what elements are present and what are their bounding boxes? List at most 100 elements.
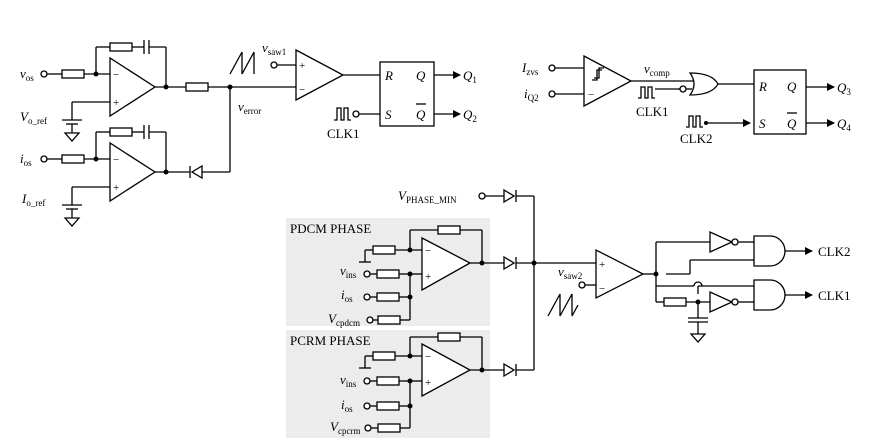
- clk1-or-label: CLK1: [636, 104, 669, 119]
- resistor: [61, 69, 85, 79]
- svg-text:−: −: [588, 89, 594, 101]
- resistor: [437, 225, 461, 235]
- i-o-ref-label: Io_ref: [21, 191, 45, 208]
- v-o-ref-label: Vo_ref: [20, 109, 47, 126]
- i-q2-label: iQ2: [524, 86, 539, 103]
- ground-icon: [63, 132, 81, 142]
- v-saw2-label: vsaw2: [558, 264, 582, 281]
- v-saw1-label: vsaw1: [262, 40, 286, 57]
- resistor: [376, 292, 400, 302]
- resistor: [437, 332, 461, 342]
- v-ins-pcrm-label: vins: [340, 372, 357, 389]
- diode: [190, 164, 203, 180]
- clock-generator: CLK2 CLK1: [655, 230, 851, 343]
- diode: [503, 255, 516, 271]
- comparator: [595, 248, 645, 300]
- clk2-output: CLK2: [818, 244, 851, 259]
- svg-text:+: +: [425, 271, 431, 283]
- zvs-comparator: Izvs iQ2 − vcomp CLK1: [521, 54, 754, 119]
- pdcm-phase-title: PDCM PHASE: [290, 221, 371, 236]
- clk2-input-label: CLK2: [680, 131, 713, 146]
- v-os-label: vos: [20, 66, 34, 83]
- resistor: [372, 351, 396, 361]
- resistor: [376, 376, 400, 386]
- v-error-label: verror: [238, 99, 261, 116]
- pwm-comparator-1: verror vsaw1 + −: [229, 40, 380, 116]
- q3-output: Q3: [837, 80, 851, 97]
- svg-text:−: −: [113, 69, 119, 81]
- comparator: [583, 54, 633, 108]
- q1-output: Q1: [463, 68, 477, 85]
- ground-icon: [63, 217, 81, 227]
- resistor: [109, 127, 133, 137]
- and-gate: [753, 235, 786, 267]
- v-comp-label: vcomp: [644, 61, 670, 78]
- sawtooth-icon: [229, 51, 255, 75]
- svg-text:Q: Q: [787, 79, 797, 94]
- phase-min-branch: VPHASE_MIN: [398, 188, 535, 370]
- svg-text:−: −: [113, 154, 119, 166]
- resistor: [376, 401, 400, 411]
- or-gate: [688, 72, 719, 96]
- svg-text:Q: Q: [416, 68, 426, 83]
- inverter: [709, 290, 734, 314]
- svg-text:+: +: [299, 60, 305, 72]
- inverter: [709, 230, 734, 254]
- clk1-output: CLK1: [818, 288, 851, 303]
- sr-latch-2: R S Q Q CLK2 Q3 Q4: [680, 69, 851, 146]
- phase-comparator: vsaw2 + −: [534, 248, 659, 317]
- q2-output: Q2: [463, 107, 477, 124]
- resistor: [377, 423, 401, 433]
- i-os-pdcm-label: ios: [341, 287, 353, 304]
- and-gate: [753, 279, 786, 311]
- svg-text:S: S: [759, 116, 766, 131]
- v-cpdcm-label: Vcpdcm: [328, 311, 360, 328]
- resistor: [109, 42, 133, 52]
- i-os-label: ios: [20, 151, 32, 168]
- svg-text:−: −: [299, 84, 305, 96]
- clk1-input-label: CLK1: [327, 126, 360, 141]
- resistor: [61, 154, 85, 164]
- pcrm-phase-block: PCRM PHASE − + vins ios Vcpcrm: [290, 332, 534, 436]
- svg-text:−: −: [599, 283, 605, 295]
- pcrm-phase-title: PCRM PHASE: [290, 333, 371, 348]
- clock-pulse-icon: [334, 107, 351, 121]
- resistor: [376, 269, 400, 279]
- svg-text:+: +: [113, 97, 119, 109]
- v-os-terminal: [40, 70, 48, 78]
- resistor: [185, 82, 209, 92]
- voltage-error-amplifier: vos − + Vo_ref: [20, 40, 233, 142]
- v-ins-pdcm-label: vins: [340, 263, 357, 280]
- v-phase-min-label: VPHASE_MIN: [398, 188, 457, 205]
- svg-text:−: −: [425, 245, 431, 257]
- clock-pulse-icon: [638, 86, 655, 99]
- pdcm-phase-block: PDCM PHASE − + vins ios Vcpdcm: [290, 221, 537, 328]
- diode: [503, 188, 516, 204]
- clock-pulse-icon: [686, 115, 703, 128]
- v-cpcrm-label: Vcpcrm: [330, 419, 360, 436]
- diode: [503, 362, 516, 378]
- resistor: [663, 297, 687, 307]
- current-error-amplifier: ios − + Io_ref: [20, 87, 231, 227]
- q4-output: Q4: [837, 116, 851, 133]
- resistor: [372, 245, 396, 255]
- sawtooth-icon: [547, 293, 579, 317]
- svg-text:Q: Q: [416, 107, 426, 122]
- op-amp: [421, 342, 472, 398]
- svg-text:R: R: [758, 79, 767, 94]
- comparator: [295, 48, 345, 102]
- resistor: [377, 315, 401, 325]
- op-amp: [109, 56, 157, 118]
- i-os-pcrm-label: ios: [341, 397, 353, 414]
- i-zvs-label: Izvs: [521, 60, 539, 77]
- svg-text:+: +: [599, 259, 605, 271]
- svg-text:+: +: [113, 182, 119, 194]
- svg-text:+: +: [425, 377, 431, 389]
- svg-text:−: −: [425, 351, 431, 363]
- op-amp: [421, 236, 472, 292]
- op-amp: [109, 141, 157, 203]
- svg-text:S: S: [385, 107, 392, 122]
- svg-text:Q: Q: [787, 116, 797, 131]
- svg-text:R: R: [384, 68, 393, 83]
